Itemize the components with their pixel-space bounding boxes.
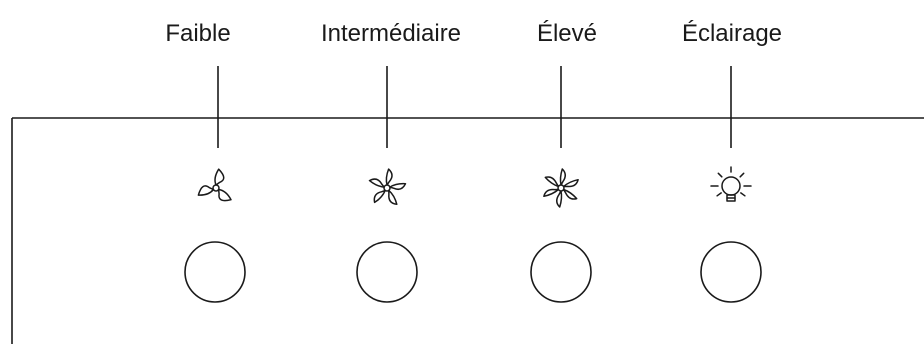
fan-blade xyxy=(559,168,566,186)
fan-blade xyxy=(373,189,386,204)
fan-low-button[interactable] xyxy=(184,241,246,303)
label-high: Élevé xyxy=(537,20,597,47)
fan-blade xyxy=(197,185,215,196)
fan-medium-button[interactable] xyxy=(356,241,418,303)
fan-blade xyxy=(388,189,398,206)
fan-blade xyxy=(544,176,560,188)
fan-high-icon xyxy=(543,168,579,208)
bulb-ray xyxy=(739,172,745,178)
fan-blade xyxy=(389,182,407,191)
label-medium: Intermédiaire xyxy=(321,20,461,47)
fan-high-button[interactable] xyxy=(530,241,592,303)
bulb-globe xyxy=(721,176,741,196)
fan-blade xyxy=(543,188,560,198)
fan-blade xyxy=(385,168,393,186)
label-low: Faible xyxy=(165,20,230,47)
fan-low-icon xyxy=(197,168,232,202)
label-light: Éclairage xyxy=(682,20,782,47)
fan-blade xyxy=(214,168,225,186)
bulb-ray xyxy=(717,172,723,178)
bulb-ray xyxy=(716,192,722,197)
bulb-ray xyxy=(740,192,746,197)
fan-blade xyxy=(368,178,385,188)
fan-blade xyxy=(556,190,563,208)
fan-blade xyxy=(562,188,578,200)
fan-blade xyxy=(217,188,232,202)
fan-medium-icon xyxy=(368,168,407,206)
fan-blade xyxy=(562,178,579,188)
light-button[interactable] xyxy=(700,241,762,303)
light-bulb-icon xyxy=(710,166,752,202)
